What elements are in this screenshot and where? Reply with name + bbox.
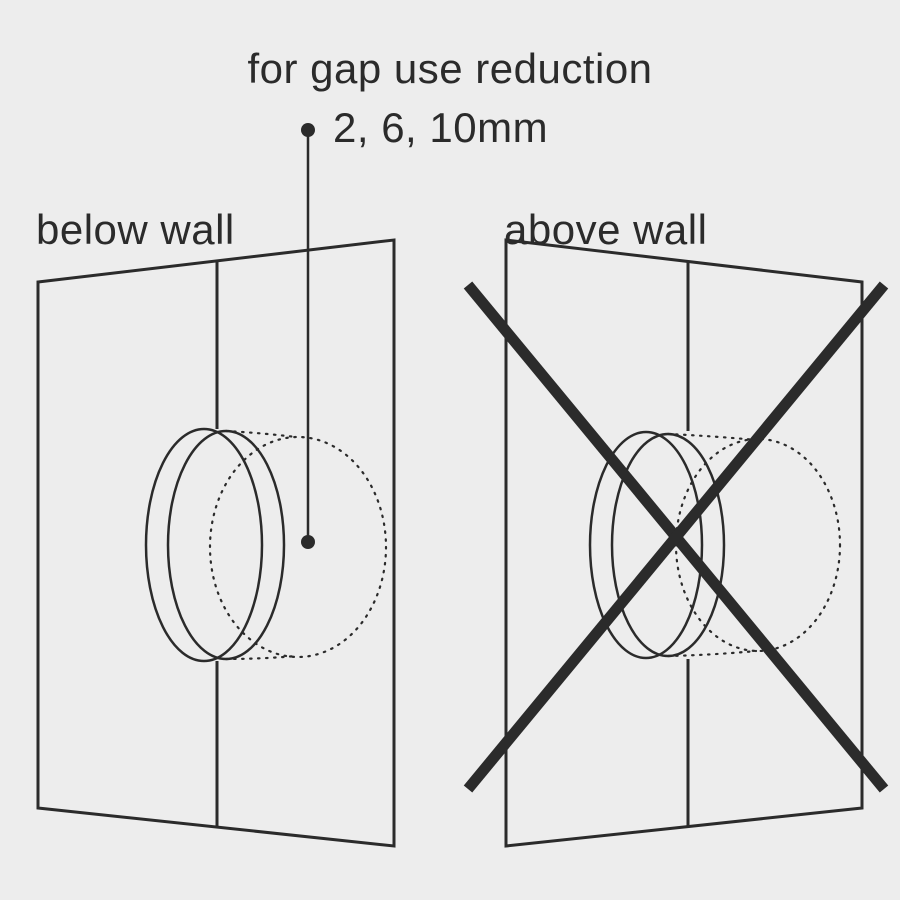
below-socket-rim-front — [144, 427, 264, 663]
below-socket-rim-back — [166, 429, 286, 661]
below-socket-ghost-tangent-top — [224, 429, 298, 439]
callout-dot-bottom — [301, 535, 315, 549]
below-wall-figure — [36, 238, 396, 848]
gap-sizes-label: 2, 6, 10mm — [333, 104, 549, 151]
below-socket-ghost-ellipse — [208, 435, 388, 659]
above-socket-ghost-ellipse — [674, 437, 842, 653]
above-wall-panel — [504, 238, 864, 848]
gap-callout — [301, 123, 315, 549]
diagram-title: for gap use reduction — [247, 45, 653, 92]
below-wall-panel — [36, 238, 396, 848]
below-socket-ghost-tangent-bottom — [224, 654, 298, 661]
above-socket-ghost-tangent-top — [666, 432, 758, 442]
above-socket-rim-front — [588, 430, 704, 660]
below-wall-label: below wall — [36, 206, 235, 253]
above-wall-figure — [463, 238, 889, 848]
above-socket-ghost-tangent-bottom — [666, 649, 758, 658]
above-wall-label: above wall — [504, 206, 708, 253]
prohibition-cross-stroke-2 — [463, 281, 889, 793]
